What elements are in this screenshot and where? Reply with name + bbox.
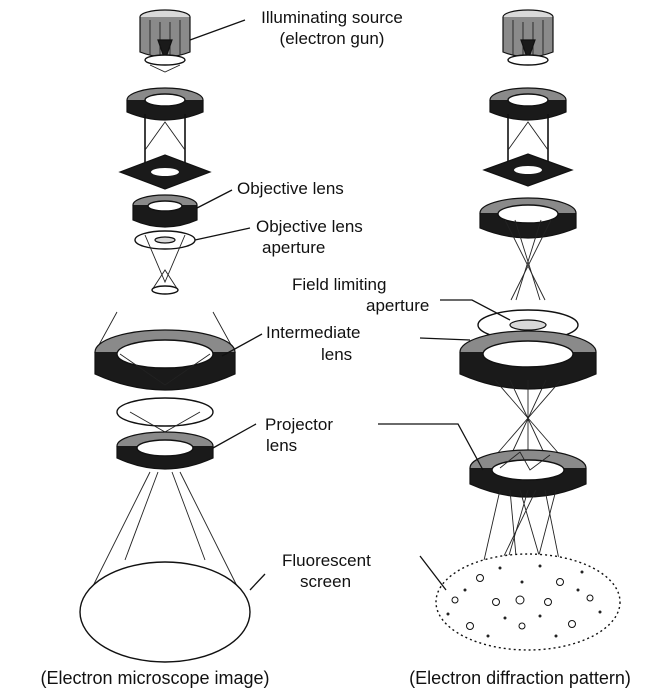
caption-electron-diffraction-pattern: (Electron diffraction pattern) xyxy=(409,668,631,688)
label-illuminating-source: Illuminating source xyxy=(261,8,403,27)
label-fluorescent-screen-line1: Fluorescent xyxy=(282,551,371,570)
left-specimen-plate xyxy=(120,155,210,189)
right-specimen-plate xyxy=(484,154,572,186)
left-intermediate-lens xyxy=(95,312,235,390)
left-condenser-lens xyxy=(127,88,203,120)
label-field-limiting-line1: Field limiting xyxy=(292,275,386,294)
label-projector-lens-line1: Projector xyxy=(265,415,333,434)
label-objective-lens-aperture-line2: aperture xyxy=(262,238,325,257)
right-intermediate-rays xyxy=(495,380,561,455)
right-fluorescent-screen xyxy=(436,554,620,650)
label-intermediate-lens-line2: lens xyxy=(321,345,352,364)
left-projector-lens xyxy=(117,432,213,469)
label-objective-lens-aperture-line1: Objective lens xyxy=(256,217,363,236)
imaging-mode-column xyxy=(80,10,250,662)
label-objective-lens: Objective lens xyxy=(237,179,344,198)
left-objective-lens xyxy=(133,195,197,227)
label-fluorescent-screen-line2: screen xyxy=(300,572,351,591)
right-electron-gun xyxy=(503,10,553,65)
label-field-limiting-line2: aperture xyxy=(366,296,429,315)
right-condenser-lens xyxy=(490,88,566,120)
label-intermediate-lens-line1: Intermediate xyxy=(266,323,361,342)
caption-electron-microscope-image: (Electron microscope image) xyxy=(40,668,269,688)
diffraction-mode-column xyxy=(436,10,620,650)
right-objective-lens xyxy=(480,198,576,238)
right-projector-lens xyxy=(470,450,586,497)
label-electron-gun: (electron gun) xyxy=(280,29,385,48)
captions: (Electron microscope image) (Electron di… xyxy=(40,668,630,688)
left-objective-aperture xyxy=(135,231,195,282)
labels: Illuminating source (electron gun) Objec… xyxy=(237,8,429,591)
left-electron-gun xyxy=(140,10,190,72)
leader-lines xyxy=(190,20,510,590)
left-fluorescent-screen xyxy=(80,562,250,662)
label-projector-lens-line2: lens xyxy=(266,436,297,455)
